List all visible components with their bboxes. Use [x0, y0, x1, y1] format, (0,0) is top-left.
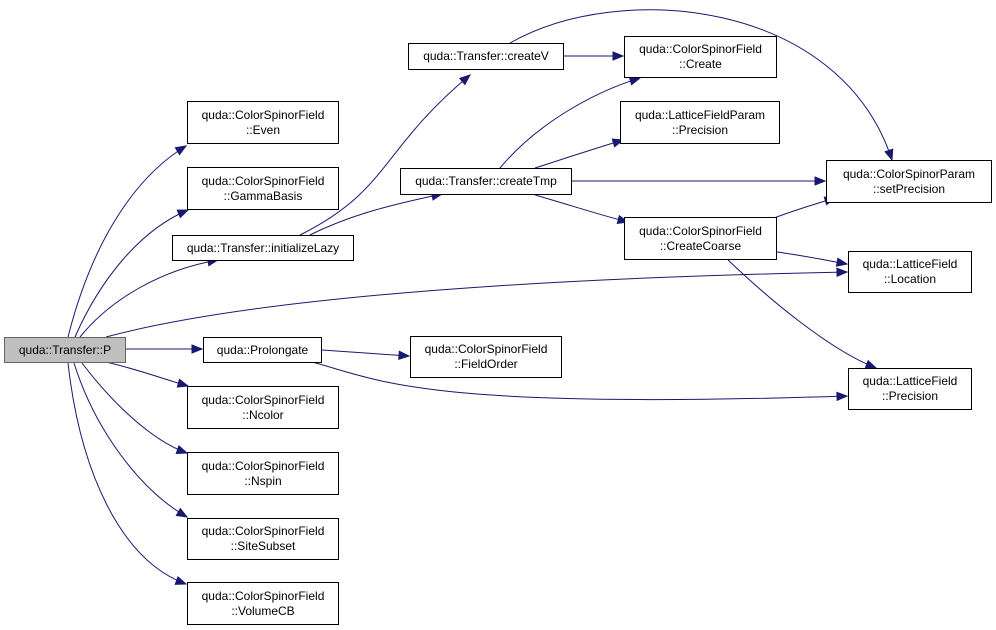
node-label-line1: quda::LatticeField — [862, 374, 958, 388]
arrowhead-transfer_createtmp-to-csp_setprecision — [814, 176, 827, 186]
edge-csf_createcoarse-to-lf_precision — [727, 259, 877, 369]
node-label-line2: ::GammaBasis — [223, 188, 303, 203]
edge-transfer_createv-to-csp_setprecision — [509, 9, 893, 161]
node-label-line2: ::Ncolor — [242, 407, 284, 422]
arrowhead-transfer_p-to-csf_volumecb — [174, 575, 188, 585]
node-label-line2: ::setPrecision — [872, 181, 946, 196]
arrowhead-transfer_p-to-csf_sitesubset — [175, 507, 189, 518]
node-label-line2: ::VolumeCB — [231, 603, 295, 618]
arrowhead-transfer_p-to-csf_nspin — [175, 445, 189, 454]
node-label-line2: ::Precision — [881, 389, 939, 403]
node-transfer-createv[interactable]: quda::Transfer::createV — [408, 43, 564, 70]
node-label-line1: quda::Transfer::P — [18, 342, 112, 357]
edge-transfer_p-to-csf_sitesubset — [73, 362, 188, 518]
node-label-line1: quda::ColorSpinorField — [201, 392, 325, 407]
arrowhead-transfer_p-to-prolongate — [191, 344, 204, 354]
node-prolongate[interactable]: quda::Prolongate — [203, 337, 322, 363]
edge-transfer_initlazy-to-transfer_createtmp — [309, 193, 443, 236]
edge-transfer_p-to-csf_volumecb — [67, 362, 187, 585]
edge-transfer_createtmp-to-csf_createcoarse — [534, 194, 629, 223]
arrowhead-prolongate-to-csf_fieldorder — [398, 350, 411, 361]
arrowhead-transfer_initlazy-to-transfer_createv — [458, 74, 472, 86]
edge-transfer_initlazy-to-transfer_createv — [299, 74, 471, 236]
arrowhead-transfer_createtmp-to-csf_create — [628, 76, 642, 86]
node-latticefield-precision[interactable]: quda::LatticeField ::Precision — [848, 368, 972, 410]
node-colorspinorfield-gammabasis[interactable]: quda::ColorSpinorField ::GammaBasis — [187, 167, 339, 210]
node-label-line1: quda::ColorSpinorField — [639, 223, 762, 238]
arrowhead-transfer_p-to-csf_even — [174, 145, 188, 156]
edge-transfer_p-to-transfer_initlazy — [79, 259, 219, 338]
node-label-line1: quda::ColorSpinorField — [639, 42, 762, 56]
node-colorspinorfield-nspin[interactable]: quda::ColorSpinorField ::Nspin — [187, 452, 339, 495]
edge-transfer_p-to-csf_gammabasis — [74, 209, 189, 338]
arrowhead-transfer_p-to-lf_location — [836, 267, 849, 277]
node-label-line1: quda::Transfer::createTmp — [415, 174, 557, 188]
edge-csf_createcoarse-to-lf_location — [776, 251, 848, 265]
node-colorspinorfield-createcoarse[interactable]: quda::ColorSpinorField ::CreateCoarse — [624, 217, 777, 260]
node-label-line2: ::Nspin — [244, 473, 282, 488]
node-label-line1: quda::LatticeField — [862, 257, 958, 271]
node-label-line2: ::Location — [883, 272, 937, 286]
edge-transfer_p-to-csf_ncolor — [105, 361, 189, 387]
arrowhead-transfer_p-to-csf_ncolor — [176, 378, 190, 388]
node-colorspinorfield-fieldorder[interactable]: quda::ColorSpinorField ::FieldOrder — [410, 336, 562, 378]
node-label-line2: ::SiteSubset — [230, 539, 296, 553]
node-colorspinorfield-even[interactable]: quda::ColorSpinorField ::Even — [187, 101, 339, 144]
node-latticefield-location[interactable]: quda::LatticeField ::Location — [848, 251, 972, 293]
edge-transfer_p-to-csf_even — [67, 145, 187, 338]
node-label-line1: quda::ColorSpinorParam — [842, 166, 976, 181]
node-colorspinorfield-create[interactable]: quda::ColorSpinorField ::Create — [624, 36, 777, 78]
edge-prolongate-to-csf_fieldorder — [321, 349, 410, 357]
arrowhead-transfer_createv-to-csp_setprecision — [884, 148, 894, 162]
node-label-line1: quda::Transfer::createV — [423, 49, 549, 63]
edge-prolongate-to-lf_precision — [311, 361, 848, 401]
node-transfer-createtmp[interactable]: quda::Transfer::createTmp — [400, 168, 572, 195]
node-label-line1: quda::ColorSpinorField — [201, 524, 325, 538]
arrowhead-prolongate-to-lf_precision — [836, 391, 849, 402]
node-colorspinorfield-volumecb[interactable]: quda::ColorSpinorField ::VolumeCB — [187, 582, 339, 625]
node-label-line1: quda::ColorSpinorField — [201, 458, 325, 473]
node-label-line2: ::Create — [679, 57, 722, 71]
node-label-line2: ::Even — [245, 122, 281, 137]
node-label-line1: quda::Transfer::initializeLazy — [186, 240, 340, 255]
node-colorspinorfield-sitesubset[interactable]: quda::ColorSpinorField ::SiteSubset — [187, 518, 339, 560]
edge-transfer_createtmp-to-csf_create — [499, 77, 641, 169]
arrowhead-transfer_p-to-csf_gammabasis — [176, 209, 190, 219]
node-label-line2: ::Precision — [671, 122, 729, 137]
node-label-line1: quda::ColorSpinorField — [201, 588, 325, 603]
node-label-line2: ::CreateCoarse — [659, 238, 742, 253]
node-transfer-p: quda::Transfer::P — [4, 337, 126, 363]
arrowhead-csf_createcoarse-to-lf_location — [835, 257, 849, 267]
edge-transfer_p-to-lf_location — [105, 271, 848, 338]
node-transfer-initializelazy[interactable]: quda::Transfer::initializeLazy — [172, 235, 354, 261]
edge-transfer_createtmp-to-lfp_precision — [534, 139, 624, 169]
node-label-line2: ::FieldOrder — [454, 357, 518, 371]
node-label-line1: quda::LatticeFieldParam — [634, 107, 766, 122]
node-label-line1: quda::ColorSpinorField — [424, 342, 548, 356]
node-colorspinorfield-ncolor[interactable]: quda::ColorSpinorField ::Ncolor — [187, 386, 339, 429]
edge-transfer_p-to-csf_nspin — [81, 362, 188, 454]
arrowhead-transfer_createv-to-csf_create — [612, 51, 625, 61]
node-label-line1: quda::ColorSpinorField — [201, 107, 325, 122]
arrowhead-csf_createcoarse-to-lf_precision — [864, 359, 878, 369]
node-latticefieldparam-precision[interactable]: quda::LatticeFieldParam ::Precision — [620, 101, 780, 144]
node-label-line1: quda::Prolongate — [216, 342, 309, 357]
node-colorspinorparam-setprecision[interactable]: quda::ColorSpinorParam ::setPrecision — [826, 160, 992, 203]
node-label-line1: quda::ColorSpinorField — [201, 173, 325, 188]
